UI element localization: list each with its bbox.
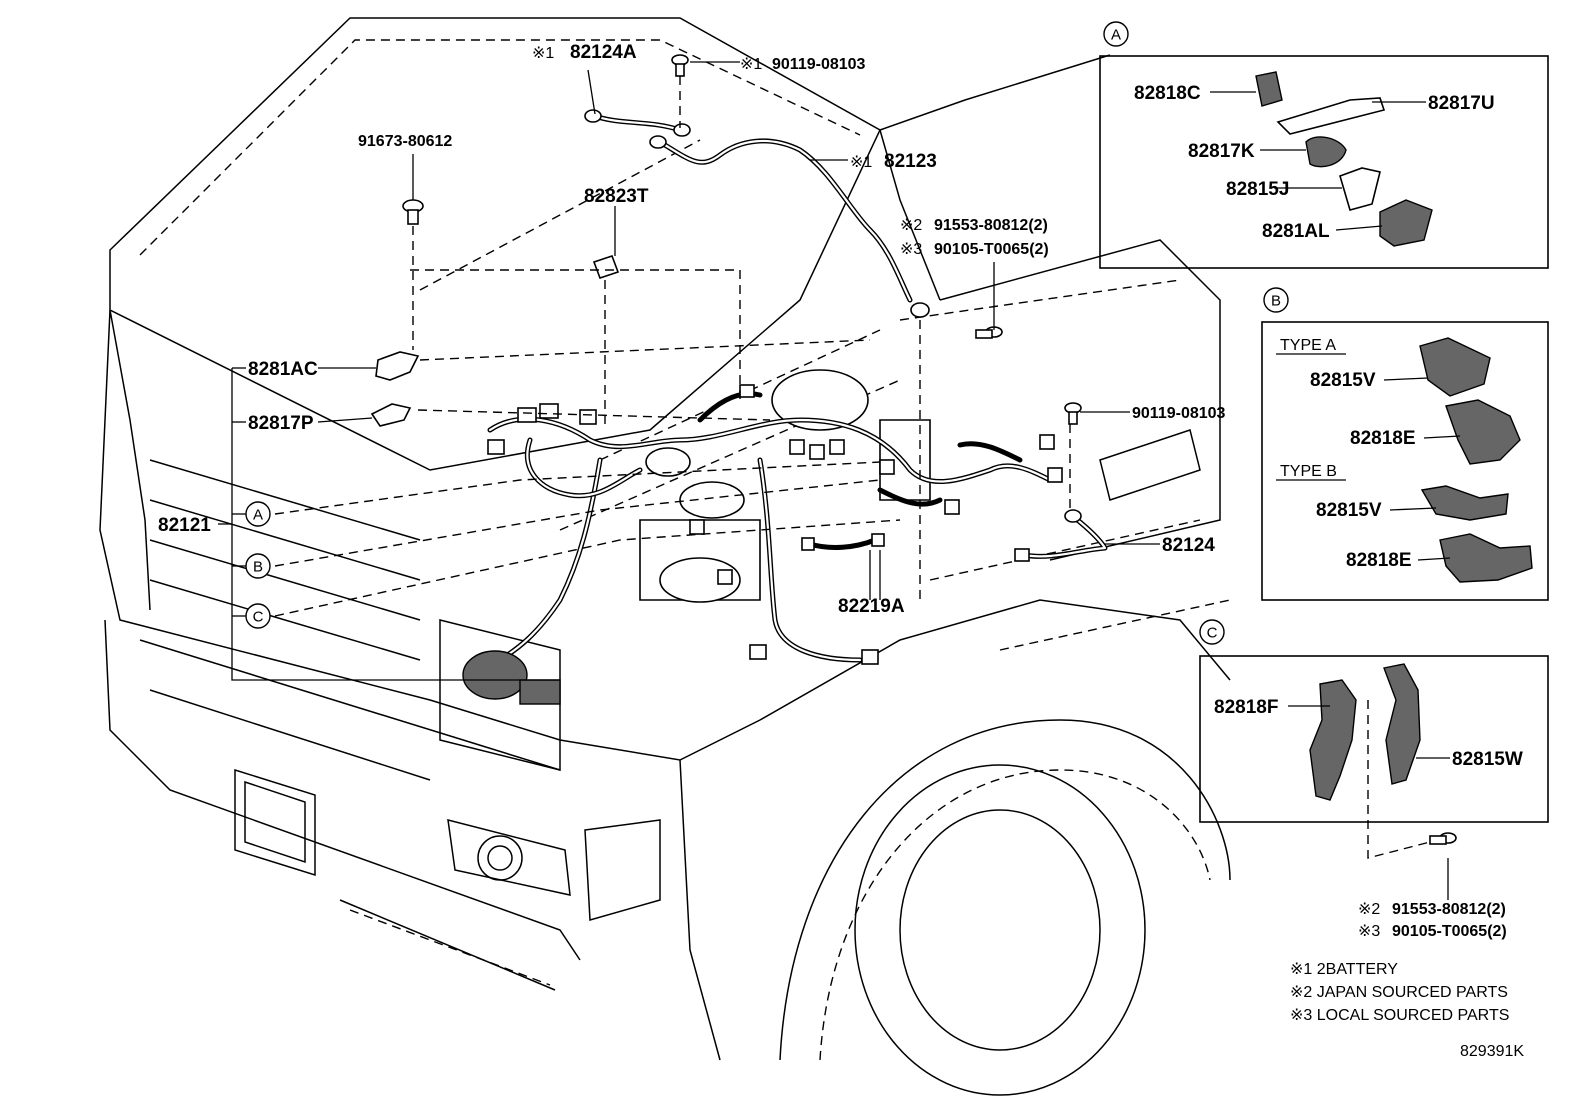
inset-a-letter: A bbox=[1111, 27, 1121, 44]
clamp-82817p-icon bbox=[370, 403, 412, 427]
bolt-91673-icon bbox=[402, 199, 424, 225]
bolt-bottom-icon bbox=[1429, 832, 1457, 845]
note-3: ※3 LOCAL SOURCED PARTS bbox=[1290, 1007, 1509, 1024]
legend-notes: ※1 2BATTERY ※2 JAPAN SOURCED PARTS ※3 LO… bbox=[1290, 961, 1509, 1024]
inset-c-letter: C bbox=[1207, 625, 1218, 642]
bolt-middle-icon bbox=[975, 326, 1003, 339]
note-2: ※2 JAPAN SOURCED PARTS bbox=[1290, 984, 1508, 1001]
label-harness-82121: 82121 bbox=[158, 515, 211, 536]
harness-group-bracket bbox=[218, 367, 560, 681]
label-wire-82219a: 82219A bbox=[838, 596, 905, 617]
vehicle-body bbox=[99, 17, 1231, 1096]
svg-text:A: A bbox=[253, 507, 263, 524]
leader-lines bbox=[317, 61, 1449, 900]
ground-wire-82124 bbox=[1014, 509, 1108, 562]
mark-bolt-91553-top: ※2 bbox=[900, 217, 922, 234]
mark-bolt-top: ※1 bbox=[740, 56, 762, 73]
ground-wire-82124a bbox=[584, 109, 691, 137]
inset-b: B TYPE A TYPE B 82815V 82818E 82815V 828… bbox=[1261, 287, 1549, 601]
inset-b-type-a-part-1: 82815V bbox=[1310, 370, 1376, 391]
callout-b: B bbox=[245, 553, 271, 579]
inset-b-letter: B bbox=[1271, 293, 1281, 310]
reference-lines bbox=[274, 76, 1431, 859]
inset-a: A 82818C 82817U 82817K 82815J 8281AL bbox=[1099, 21, 1549, 269]
label-wire-82124a: 82124A bbox=[570, 42, 637, 63]
engine-components bbox=[639, 369, 931, 603]
label-bolt-91553-top: 91553-80812(2) bbox=[934, 217, 1048, 234]
inset-b-type-a-part-2: 82818E bbox=[1350, 428, 1416, 449]
inset-b-type-b: TYPE B bbox=[1280, 463, 1337, 480]
mark-wire-82124a: ※1 bbox=[532, 45, 554, 62]
bolt-top-icon bbox=[671, 54, 689, 77]
label-clamp-82817p: 82817P bbox=[248, 413, 314, 434]
label-bolt-90105-top: 90105-T0065(2) bbox=[934, 241, 1049, 258]
label-bracket-8281ac: 8281AC bbox=[248, 359, 318, 380]
inset-b-type-b-part-2: 82818E bbox=[1346, 550, 1412, 571]
inset-a-part-1: 82818C bbox=[1134, 83, 1201, 104]
label-bolt-90105-bottom: 90105-T0065(2) bbox=[1392, 923, 1507, 940]
inset-a-part-2: 82817U bbox=[1428, 93, 1495, 114]
label-bolt-right: 90119-08103 bbox=[1132, 405, 1226, 422]
bracket-8281ac-icon bbox=[375, 351, 420, 381]
battery-cable-82123 bbox=[649, 135, 930, 318]
inset-a-part-4: 82815J bbox=[1226, 179, 1289, 200]
callout-c: C bbox=[245, 603, 271, 629]
inset-b-type-b-part-1: 82815V bbox=[1316, 500, 1382, 521]
cap-82823t-icon bbox=[592, 254, 620, 280]
inset-c: C 82818F 82815W bbox=[1199, 619, 1549, 823]
label-bolt-91673: 91673-80612 bbox=[358, 133, 452, 150]
label-wire-82124: 82124 bbox=[1162, 535, 1215, 556]
inset-a-part-5: 8281AL bbox=[1262, 221, 1330, 242]
main-harness bbox=[462, 384, 1063, 705]
mark-bolt-91553-bottom: ※2 bbox=[1358, 901, 1380, 918]
note-1: ※1 2BATTERY bbox=[1290, 961, 1398, 978]
svg-text:B: B bbox=[253, 559, 263, 576]
bolt-right-icon bbox=[1064, 402, 1082, 425]
inset-a-part-3: 82817K bbox=[1188, 141, 1255, 162]
inset-c-part-1: 82818F bbox=[1214, 697, 1278, 718]
mark-bolt-90105-bottom: ※3 bbox=[1358, 923, 1380, 940]
wire-82219a bbox=[801, 533, 885, 551]
mark-cable-82123: ※1 bbox=[850, 154, 872, 171]
figure-code: 829391K bbox=[1460, 1043, 1524, 1060]
svg-text:C: C bbox=[253, 609, 264, 626]
label-cable-82123: 82123 bbox=[884, 151, 937, 172]
label-bolt-91553-bottom: 91553-80812(2) bbox=[1392, 901, 1506, 918]
mark-bolt-90105-top: ※3 bbox=[900, 241, 922, 258]
inset-c-part-2: 82815W bbox=[1452, 749, 1523, 770]
callout-a: A bbox=[245, 501, 271, 527]
inset-b-type-a: TYPE A bbox=[1280, 337, 1336, 354]
label-cap-82823t: 82823T bbox=[584, 186, 649, 207]
label-bolt-top: 90119-08103 bbox=[772, 56, 866, 73]
